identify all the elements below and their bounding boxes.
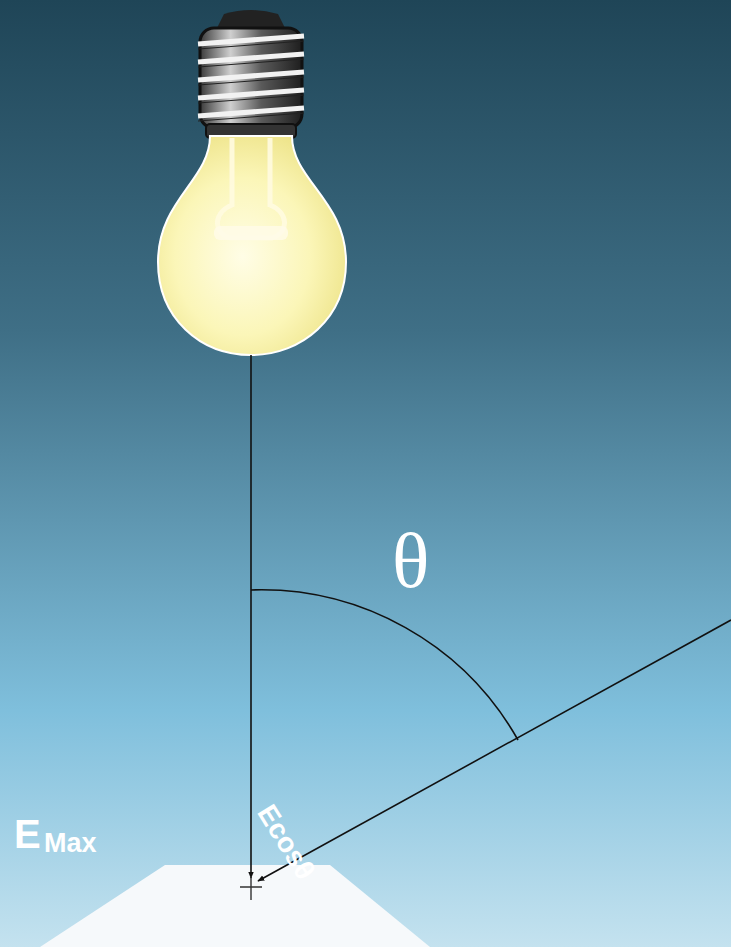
bulb-filament (214, 226, 288, 240)
subscript-label: Max (44, 830, 97, 857)
bulb-filament (217, 138, 284, 238)
normal-ray (250, 355, 252, 878)
bulb-glass (158, 136, 346, 355)
bulb-base (198, 10, 304, 138)
oblique-ray (258, 620, 731, 881)
lit-surface (40, 865, 430, 947)
angle-arc (251, 590, 518, 740)
angle-label: θ (392, 522, 429, 600)
quantity-label: E (14, 814, 41, 854)
point-marker (240, 876, 262, 900)
